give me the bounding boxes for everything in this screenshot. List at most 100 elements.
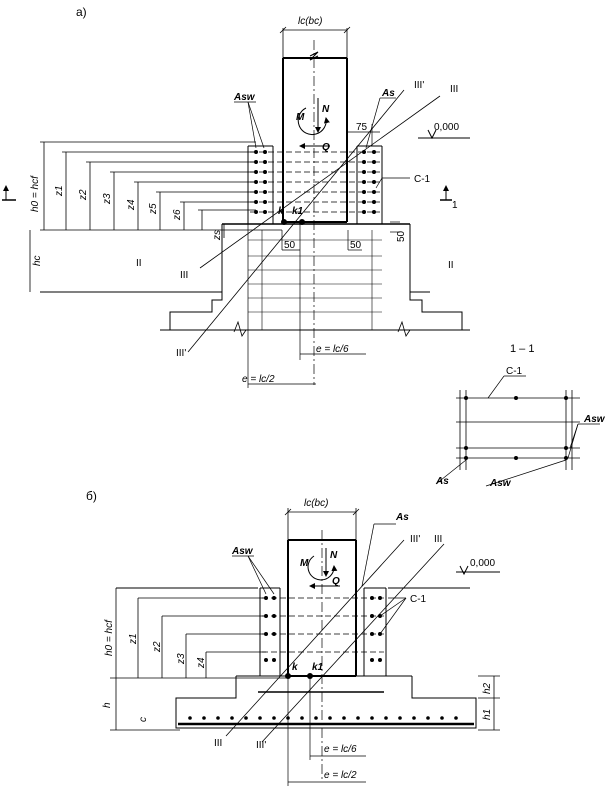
zs-label: zs bbox=[212, 230, 223, 241]
section-view: 1 – 1 C-1 Asw As Asw bbox=[435, 343, 606, 489]
z3-label-b: z3 bbox=[176, 653, 187, 665]
offset-75: 75 bbox=[356, 122, 368, 133]
z4-label: z4 bbox=[126, 199, 137, 211]
Asw-label-a: Asw bbox=[233, 92, 256, 103]
section-As-left: As bbox=[435, 476, 449, 487]
dim-50-lines bbox=[281, 221, 400, 251]
level-mark-b bbox=[456, 565, 500, 576]
break-marks bbox=[233, 320, 411, 337]
rebar-leaders-a bbox=[234, 97, 396, 149]
ecc-lc2-b: e = lc/2 bbox=[324, 770, 357, 781]
mesh-C1-label-a: C-1 bbox=[414, 174, 431, 185]
mesh-C1-leader-a bbox=[375, 177, 410, 189]
rebar-leaders-b bbox=[232, 523, 407, 635]
stirrup-lines bbox=[250, 151, 380, 213]
k-label-b: k bbox=[292, 662, 298, 673]
ecc-lc2-a: e = lc/2 bbox=[242, 374, 275, 385]
force-Q-b: Q bbox=[332, 576, 340, 587]
z2-label-b: z2 bbox=[152, 641, 163, 653]
crack-III-prime-bottom: III' bbox=[176, 348, 186, 359]
force-arrows bbox=[297, 98, 330, 149]
h-label-b: h bbox=[102, 702, 113, 708]
z-dimensions bbox=[29, 141, 282, 292]
dim-50-right: 50 bbox=[350, 240, 362, 251]
force-M-b: M bbox=[300, 558, 309, 569]
column-dimension bbox=[279, 26, 351, 62]
crack-III-top: III bbox=[450, 84, 458, 95]
As-label-b: As bbox=[395, 512, 409, 523]
column-dim-label-b: lc(bc) bbox=[304, 498, 328, 509]
crack-III-bottom-b: III bbox=[214, 738, 222, 749]
c-label-b: c bbox=[138, 717, 149, 722]
z4-label-b: z4 bbox=[196, 657, 207, 669]
z1-label-b: z1 bbox=[128, 633, 139, 645]
force-arrows-b bbox=[307, 548, 340, 589]
section-marker-right bbox=[440, 185, 452, 201]
k1-label: k1 bbox=[292, 206, 304, 217]
z-dimensions-b bbox=[110, 588, 290, 731]
z1-label: z1 bbox=[54, 185, 65, 197]
section-leaders bbox=[435, 375, 600, 487]
section-Asw-bottom: Asw bbox=[489, 478, 512, 489]
zone-II-left: II bbox=[136, 258, 142, 269]
crack-III-top-b: III bbox=[434, 534, 442, 545]
socket-walls bbox=[221, 145, 411, 232]
eccentricity-dims-b bbox=[287, 678, 366, 786]
section-title: 1 – 1 bbox=[510, 343, 534, 355]
level-label-a: 0,000 bbox=[434, 122, 459, 133]
rebar-dots-b bbox=[264, 596, 382, 662]
column bbox=[282, 40, 348, 385]
crack-lines-b bbox=[225, 539, 445, 743]
section-dots bbox=[464, 396, 568, 460]
force-N: N bbox=[322, 104, 330, 115]
section-C1-label: C-1 bbox=[506, 366, 523, 377]
k-points-a bbox=[281, 219, 305, 225]
As-label-a: As bbox=[381, 88, 395, 99]
z3-label: z3 bbox=[102, 193, 113, 205]
z2-label: z2 bbox=[78, 189, 89, 201]
crack-lines-a bbox=[187, 89, 441, 353]
crack-III-bottom: III bbox=[180, 270, 188, 281]
figure-b: б) lc(bc) N M Q bbox=[86, 489, 500, 786]
crack-III-prime-top-b: III' bbox=[410, 534, 420, 545]
dim-75 bbox=[347, 124, 380, 146]
k1-label-b: k1 bbox=[312, 662, 324, 673]
figure-b-label: б) bbox=[86, 489, 97, 503]
level-mark-a bbox=[418, 129, 470, 140]
h-dims-right bbox=[478, 675, 500, 731]
socket-walls-b bbox=[258, 587, 387, 693]
crack-III-prime-top: III' bbox=[414, 80, 424, 91]
ecc-lc6-b: e = lc/6 bbox=[324, 744, 357, 755]
force-M: M bbox=[296, 112, 305, 123]
Asw-label-b: Asw bbox=[231, 546, 254, 557]
column-dimension-b bbox=[284, 508, 360, 540]
ecc-lc6-a: e = lc/6 bbox=[316, 344, 349, 355]
hc-label: hc bbox=[32, 255, 43, 266]
h2-label: h2 bbox=[482, 682, 493, 694]
zone-II-right: II bbox=[448, 260, 454, 271]
z5-label: z5 bbox=[148, 203, 159, 215]
crack-III-prime-bottom-b: III' bbox=[256, 740, 266, 751]
dim-50-left: 50 bbox=[284, 240, 296, 251]
section-marker-left bbox=[2, 185, 16, 201]
level-label-b: 0,000 bbox=[470, 558, 495, 569]
k-label: k bbox=[278, 206, 284, 217]
figure-a: а) lc(bc) N M Q bbox=[2, 5, 470, 388]
mesh-C1-label-b: C-1 bbox=[410, 594, 427, 605]
foundation-body-b bbox=[116, 587, 477, 729]
column-dim-label: lc(bc) bbox=[298, 16, 322, 27]
z6-label: z6 bbox=[172, 209, 183, 221]
dim-50-vert: 50 bbox=[396, 230, 407, 242]
h1-label: h1 bbox=[482, 709, 493, 720]
h0-label: h0 = hcf bbox=[30, 175, 41, 212]
stirrup-lines-b bbox=[262, 597, 384, 653]
force-Q: Q bbox=[322, 142, 330, 153]
rebar-dots-a bbox=[254, 150, 376, 214]
eccentricity-dims-a bbox=[247, 224, 366, 388]
section-1-label: 1 bbox=[452, 200, 458, 211]
inner-reinforcement-grid bbox=[248, 230, 382, 330]
section-Asw-right: Asw bbox=[583, 414, 606, 425]
force-N-b: N bbox=[330, 550, 338, 561]
figure-a-label: а) bbox=[76, 5, 87, 19]
